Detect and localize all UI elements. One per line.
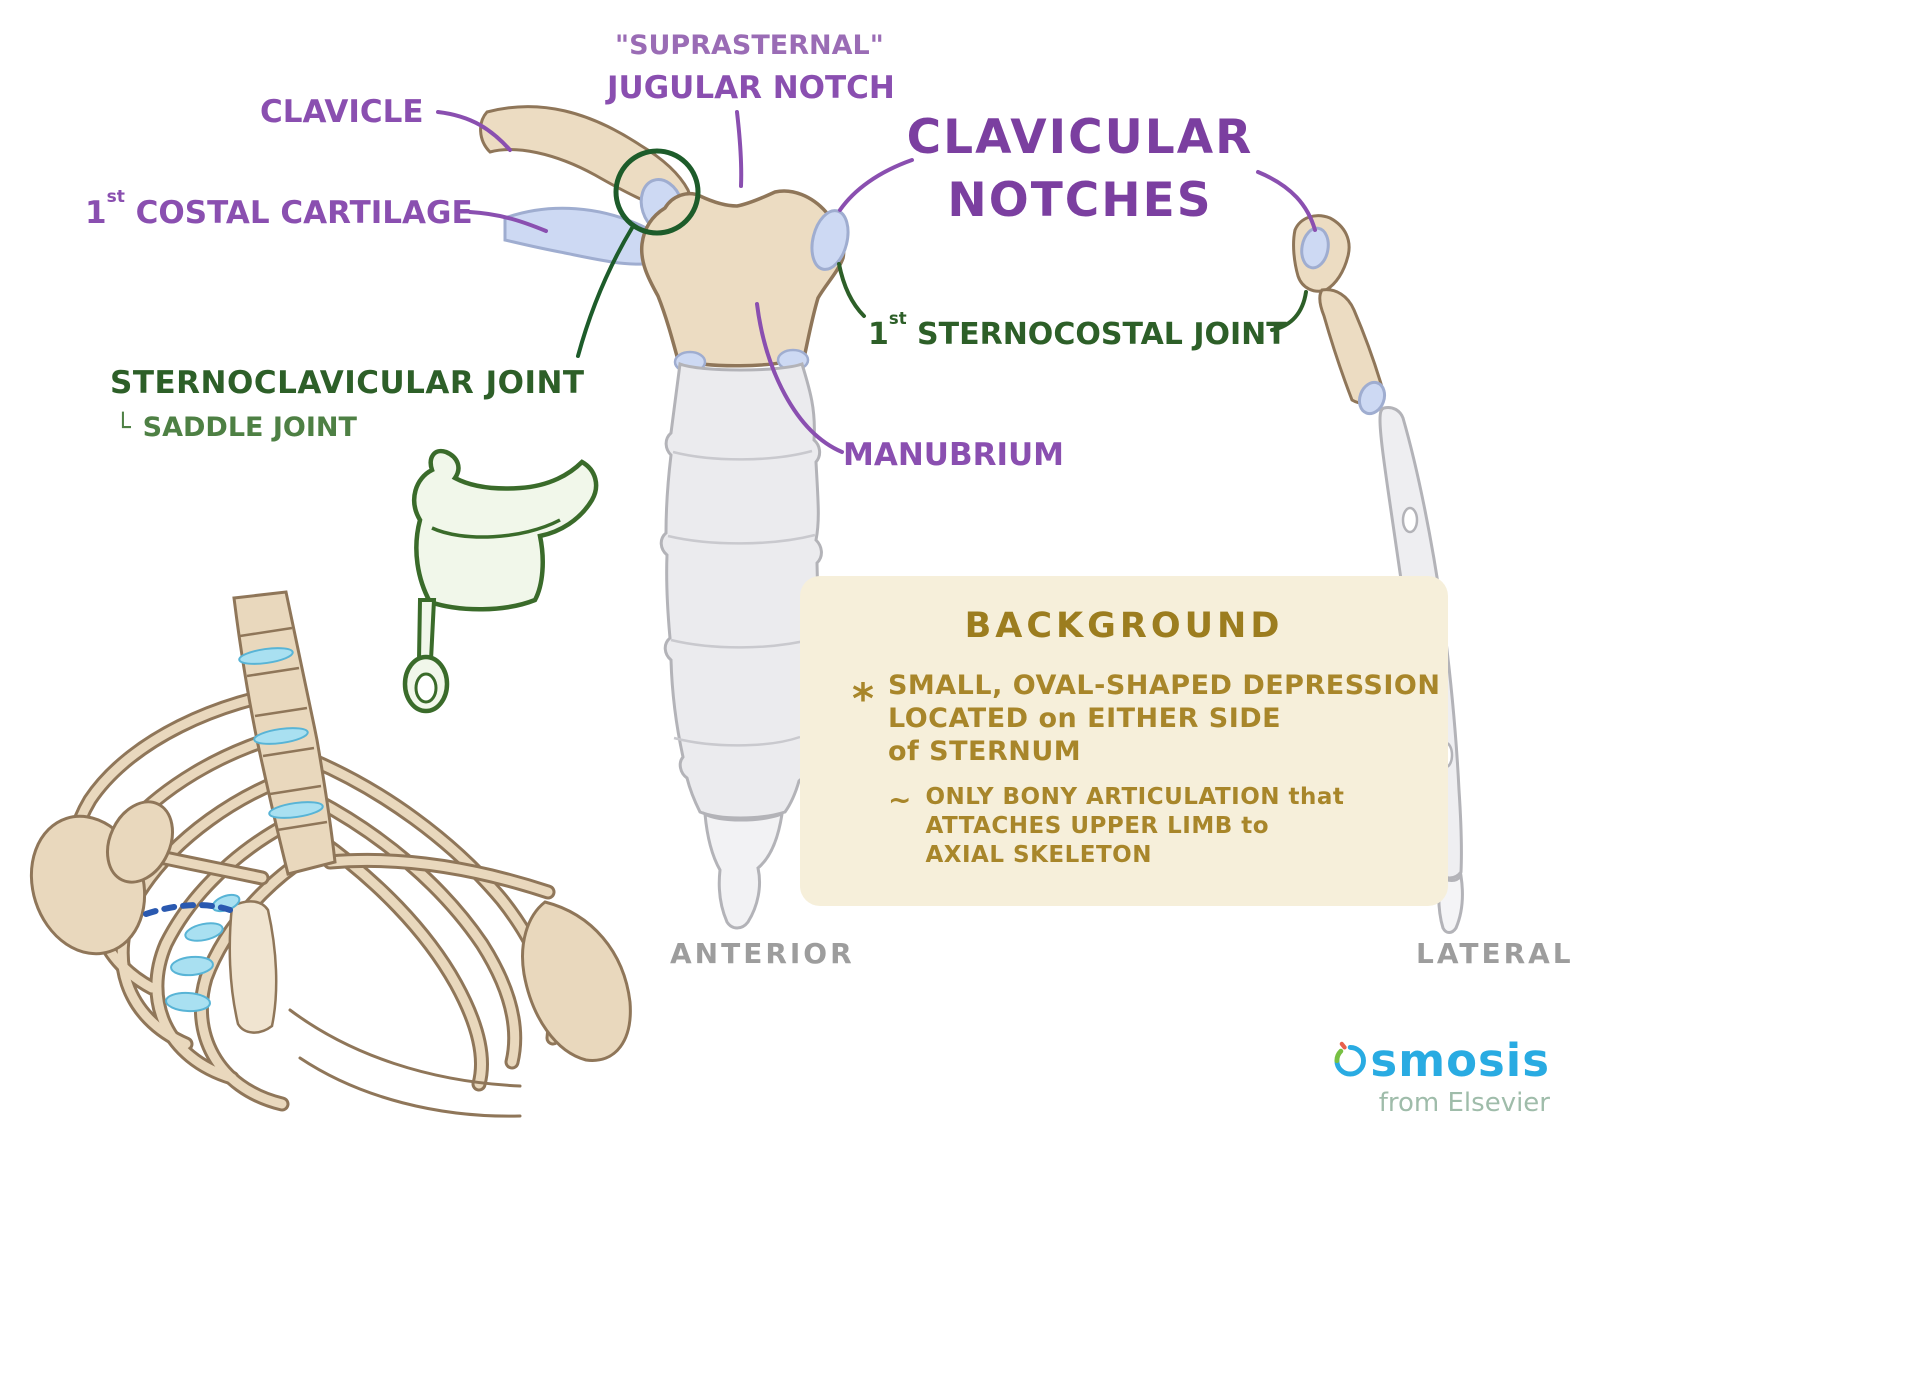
costal-cartilage-ordinal: st (106, 187, 125, 208)
saddle-bracket-glyph: └ (115, 412, 131, 443)
sternum-body-ridges (667, 449, 816, 747)
sternocostal-num: 1 (868, 317, 889, 352)
sternocostal-leader-right (1270, 290, 1308, 332)
jugular-notch-label: JUGULAR NOTCH (607, 70, 895, 106)
osmosis-tagline: from Elsevier (1378, 1088, 1550, 1118)
background-title: BACKGROUND (964, 606, 1284, 646)
bullet-line: LOCATED on EITHER SIDE (887, 702, 1282, 734)
jugular-notch-leader (735, 110, 744, 188)
clavicular-notches-title: CLAVICULAR NOTCHES (900, 106, 1260, 233)
manubrium-label: MANUBRIUM (843, 437, 1065, 473)
clavicular-notches-line1: CLAVICULAR (906, 110, 1254, 165)
sub-line: ONLY BONY ARTICULATION that (925, 783, 1345, 810)
lateral-sternocostal-cartilage (1357, 380, 1387, 416)
background-sub-text: ONLY BONY ARTICULATION that ATTACHES UPP… (925, 783, 1344, 871)
anterior-view-label: ANTERIOR (670, 937, 855, 970)
leader-lines (436, 110, 1317, 454)
sub-line: ATTACHES UPPER LIMB to (925, 813, 1270, 840)
anterior-sternum (479, 105, 850, 930)
clavicular-notches-line2: NOTCHES (947, 173, 1213, 229)
spine-discs (238, 647, 324, 819)
tilde-bullet-icon: ~ (888, 782, 912, 816)
background-bullet-text: SMALL, OVAL-SHAPED DEPRESSION LOCATED on… (888, 670, 1441, 769)
sternocostal-joint-label: 1st STERNOCOSTAL JOINT (868, 309, 1287, 352)
osmosis-wordmark: smosis (1332, 1034, 1550, 1086)
clavicle-leader (436, 110, 512, 152)
saddle-seat-line (431, 518, 561, 539)
osmosis-wordmark-text: smosis (1370, 1033, 1550, 1087)
sternoclavicular-joint-circle (613, 148, 701, 236)
spine-segments (239, 626, 328, 832)
costal-cartilage-label: 1st COSTAL CARTILAGE (85, 187, 473, 231)
suprasternal-label: "SUPRASTERNAL" (615, 30, 884, 61)
clavicular-notch-cartilage-right (810, 209, 850, 271)
bullet-line: SMALL, OVAL-SHAPED DEPRESSION (887, 670, 1441, 701)
rib-bone (196, 843, 327, 1109)
sketch-clavicle-right (325, 856, 553, 897)
costal-cartilage-text: COSTAL CARTILAGE (124, 195, 473, 231)
costal-cartilage-num: 1 (85, 195, 107, 231)
saddle-illustration (402, 448, 599, 714)
clavicular-notches-leader-left (838, 158, 914, 212)
background-bullet: * SMALL, OVAL-SHAPED DEPRESSION LOCATED … (852, 670, 1448, 769)
xiphoid-process (703, 811, 784, 930)
costal-cartilage-leader (468, 210, 548, 233)
manubrium-leader (755, 302, 844, 454)
first-costal-cartilage-shape (503, 206, 665, 266)
sub-line: AXIAL SKELETON (925, 842, 1152, 869)
sternocostal-text: STERNOCOSTAL JOINT (906, 317, 1287, 352)
rib-bone (311, 795, 520, 1067)
sketch-cartilage (165, 893, 241, 1013)
manubrium-bone (639, 189, 846, 368)
bullet-line: of STERNUM (887, 735, 1082, 767)
asterisk-bullet-icon: * (852, 674, 874, 723)
thorax-sketch (29, 590, 632, 1118)
rib-sketch-line (298, 1056, 522, 1118)
osmosis-logo: smosis from Elsevier (1332, 1034, 1550, 1118)
clavicular-notches-leader-right (1256, 170, 1317, 232)
sternoclavicular-joint-label: STERNOCLAVICULAR JOINT (110, 365, 585, 401)
rib-sketch-line (288, 1008, 522, 1088)
rib-bone (307, 755, 559, 1043)
rib-outline (304, 752, 562, 1046)
rib-outline (312, 832, 489, 1092)
saddle-body (411, 448, 599, 612)
rib-bone (315, 835, 486, 1089)
sternum-body (659, 361, 823, 820)
rib-bone (152, 805, 323, 1083)
lateral-view-label: LATERAL (1416, 937, 1574, 970)
sternoclavicular-circle-leader (576, 226, 634, 358)
sketch-sternum (228, 900, 278, 1034)
lateral-clavicular-notch-cartilage (1300, 226, 1330, 270)
sketch-shoulder-left-head (106, 800, 174, 884)
stirrup-hole (414, 672, 438, 704)
stirrup-strap (416, 598, 437, 662)
sternocostal-ordinal: st (888, 308, 907, 328)
clavicle-label: CLAVICLE (260, 94, 424, 130)
sketch-scapula-right (521, 900, 632, 1062)
background-note-box: BACKGROUND * SMALL, OVAL-SHAPED DEPRESSI… (800, 576, 1448, 906)
saddle-joint-text: SADDLE JOINT (142, 412, 357, 443)
saddle-joint-label: └ SADDLE JOINT (115, 412, 357, 443)
background-sub-bullet: ~ ONLY BONY ARTICULATION that ATTACHES U… (888, 783, 1448, 871)
sternocostal-leader-left (837, 262, 866, 318)
sketch-joint-highlight-dashed (143, 902, 233, 917)
osmosis-o-icon (1334, 1041, 1366, 1077)
